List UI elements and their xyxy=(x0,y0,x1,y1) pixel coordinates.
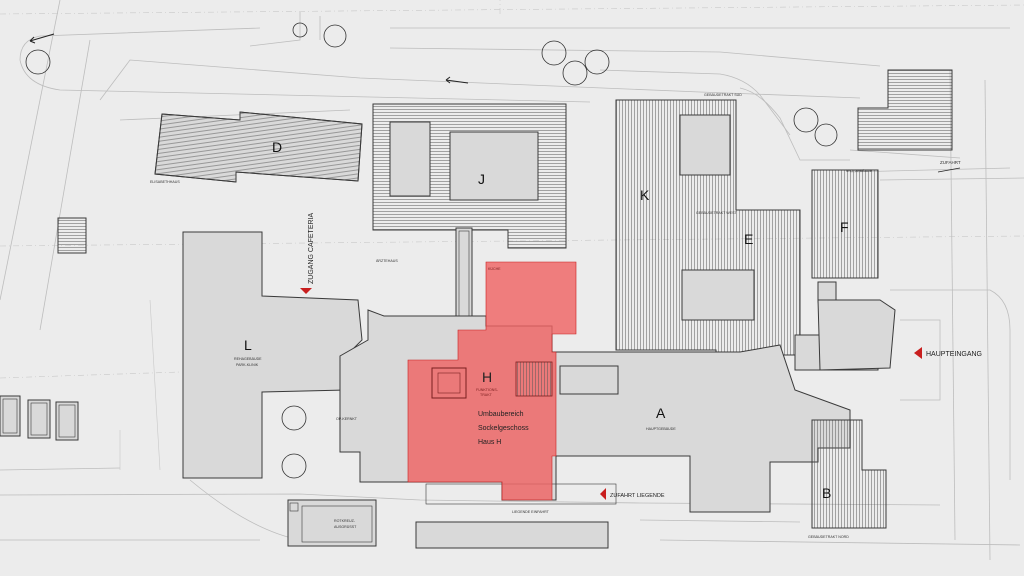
label-f: F xyxy=(840,219,849,235)
label-h: H xyxy=(482,369,492,385)
haupteingang-label: HAUPTEINGANG xyxy=(926,351,982,358)
entrance-markers xyxy=(300,288,922,500)
renovation-line-1: Umbaubereich xyxy=(478,411,524,418)
label-d: D xyxy=(272,139,282,155)
elisabethhaus-label: ELISABETHHAUS xyxy=(150,180,180,184)
label-e: E xyxy=(744,231,753,247)
label-j: J xyxy=(478,171,485,187)
haupteingang-arrow-icon xyxy=(914,347,922,359)
zugang-cafeteria-label: ZUGANG CAFETERIA xyxy=(308,212,315,284)
entrance-labels: HAUPTEINGANG ZUFAHRT LIEGENDE ZUGANG CAF… xyxy=(308,160,982,499)
rotkreuz-building xyxy=(287,499,377,547)
aerztehaus-label: ÄRZTEHAUS xyxy=(376,259,398,263)
renovation-text: Umbaubereich Sockelgeschoss Haus H FUNKT… xyxy=(476,267,529,446)
renovation-line-2: Sockelgeschoss xyxy=(478,425,529,432)
rotkreuz-label-1: ROTKREUZ- xyxy=(334,519,356,523)
building-j xyxy=(372,103,567,321)
gebaeudetrakt-west-label: GEBÄUDETRAKT WEST xyxy=(696,211,737,215)
rotkreuz-label-2: AUSGRÜSST xyxy=(334,525,357,529)
reha-label-2: PARK-KLINIK xyxy=(236,363,259,367)
small-sheds xyxy=(0,217,87,441)
direction-arrows xyxy=(29,33,961,173)
zufahrt-label: ZUFAHRT xyxy=(940,160,961,165)
building-f xyxy=(811,169,879,303)
zufahrt-liegende-arrow-icon xyxy=(600,488,606,500)
reha-label-1: REHAGEBÄUDE xyxy=(234,357,262,361)
building-l xyxy=(182,231,363,479)
ne-buildings xyxy=(857,69,953,151)
kueche-label: KÜCHE xyxy=(488,267,501,271)
gebaeudetrakt-nord-label: GEBÄUDETRAKT NORD xyxy=(808,535,849,539)
label-k: K xyxy=(640,187,650,203)
building-k-e xyxy=(615,99,801,398)
trees xyxy=(25,22,838,479)
funktionstrakt-label-2: TRAKT xyxy=(480,393,493,397)
hauptgebaeude-label: HAUPTGEBÄUDE xyxy=(646,427,676,431)
opiernkt-label: OP-KERNKT xyxy=(336,417,358,421)
label-b: B xyxy=(822,485,831,501)
building-labels: D J K E F L H A B xyxy=(244,139,849,501)
label-a: A xyxy=(656,405,666,421)
funktionstrakt-label-1: FUNKTIONS- xyxy=(476,388,499,392)
cafeteria-arrow-icon xyxy=(300,288,312,294)
liegende-einfahrt-label: LIEGENDE EINFAHRT xyxy=(512,510,550,514)
mvz-label: MVZ GEBÄUDE xyxy=(846,169,873,173)
gebaeudetrakt-sued-label: GEBÄUDETRAKT SÜD xyxy=(704,93,742,97)
zufahrt-liegende-label: ZUFAHRT LIEGENDE xyxy=(610,493,665,499)
renovation-line-3: Haus H xyxy=(478,439,501,446)
building-d xyxy=(154,111,363,183)
site-small-labels: GEBÄUDETRAKT SÜD GEBÄUDETRAKT WEST GEBÄU… xyxy=(150,93,873,539)
renovation-area xyxy=(407,261,577,501)
label-l: L xyxy=(244,337,252,353)
building-b xyxy=(811,419,887,529)
